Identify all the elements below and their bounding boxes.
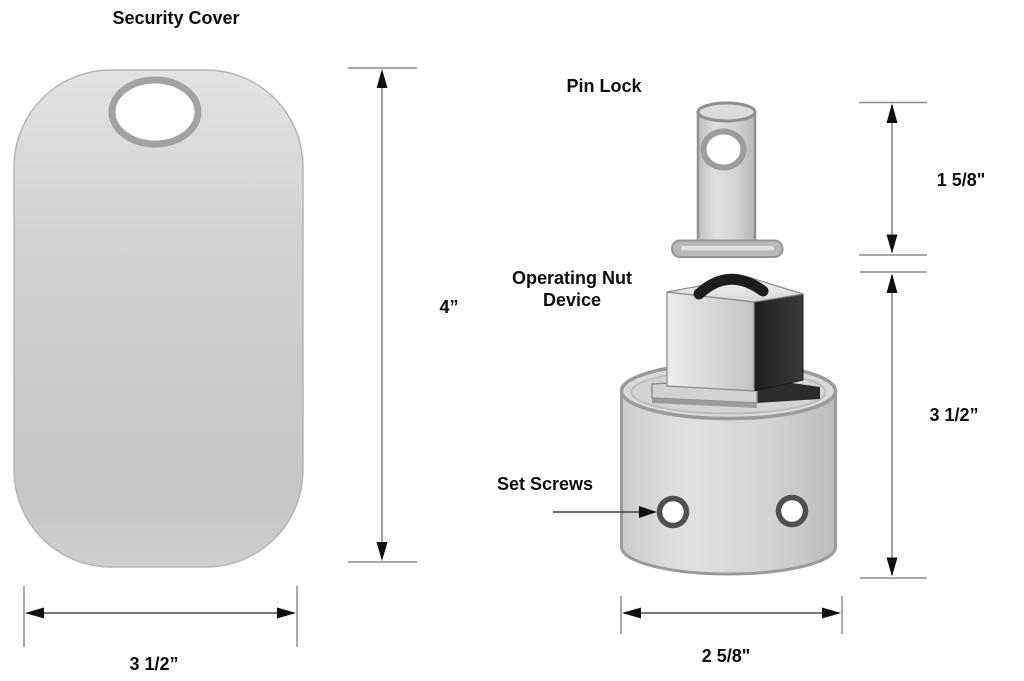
- dim-cover-height: [348, 67, 417, 563]
- operating-nut-face-front: [666, 291, 755, 392]
- security-cover-label: Security Cover: [112, 8, 239, 28]
- nut-base-plate-edge: [652, 398, 757, 408]
- pin-lock-top: [696, 101, 757, 123]
- set-screw-left: [656, 495, 690, 529]
- operating-nut-label-line1: Operating Nut: [512, 268, 632, 288]
- security-cover: [13, 69, 304, 568]
- dim-pin-height-arrow-down: [886, 234, 898, 254]
- dim-cover-width: [23, 586, 298, 647]
- set-screws-callout: [553, 506, 657, 518]
- dim-device-height-value: 3 1/2”: [929, 405, 978, 425]
- operating-nut-label-line2: Device: [543, 290, 601, 310]
- dim-pin-height: [859, 101, 927, 256]
- pin-lock-label: Pin Lock: [566, 76, 642, 96]
- operating-nut-device: [619, 273, 838, 576]
- dim-device-height: [860, 271, 927, 579]
- dim-cover-height-value: 4”: [439, 297, 458, 317]
- base-cylinder: [620, 389, 837, 576]
- dim-cover-height-arrow-up: [376, 69, 388, 88]
- dim-cover-width-arrow-right: [277, 607, 296, 619]
- dim-device-width-arrow-right: [822, 607, 841, 619]
- dim-device-width-arrow-left: [622, 607, 641, 619]
- dim-device-height-arrow-up: [886, 273, 898, 293]
- dim-cover-height-arrow-down: [376, 542, 388, 561]
- dim-cover-width-value: 3 1/2”: [129, 654, 178, 674]
- set-screw-right: [775, 494, 809, 528]
- pin-lock: [671, 101, 784, 258]
- pin-lock-hole: [700, 128, 747, 171]
- set-screws-arrowhead: [639, 506, 657, 518]
- dim-device-width-value: 2 5/8": [702, 646, 751, 666]
- pin-lock-flange-highlight: [681, 246, 774, 251]
- dim-device-width: [620, 596, 843, 634]
- dim-device-height-arrow-down: [886, 557, 898, 577]
- dim-cover-width-arrow-left: [25, 607, 44, 619]
- operating-nut-face-right: [753, 293, 804, 392]
- dim-pin-height-value: 1 5/8": [937, 170, 986, 190]
- set-screws-label: Set Screws: [497, 474, 593, 494]
- operating-nut-handle: [693, 273, 769, 300]
- security-cover-hole: [108, 76, 202, 148]
- dim-pin-height-arrow-up: [886, 103, 898, 123]
- security-cover-shape: [13, 69, 304, 568]
